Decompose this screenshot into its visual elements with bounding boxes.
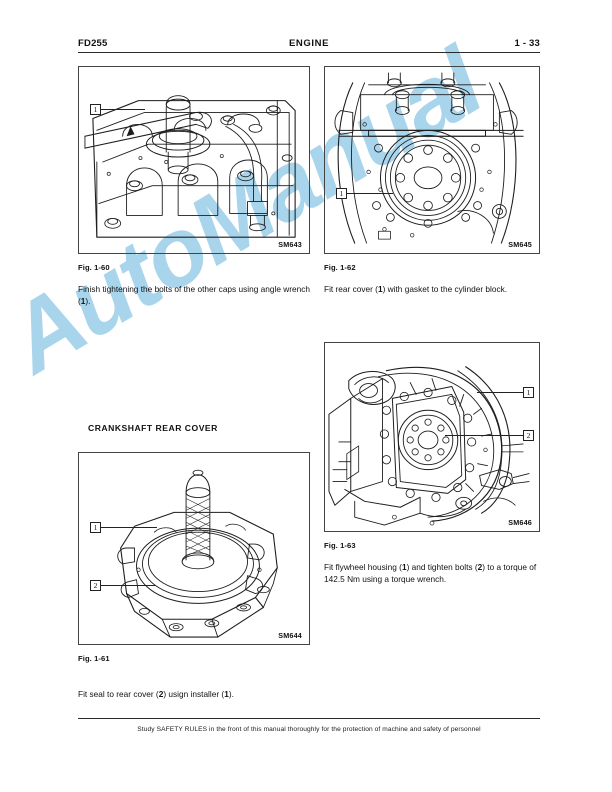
callout-2: 2 [523, 430, 534, 441]
page-footer: Study SAFETY RULES in the front of this … [78, 718, 540, 733]
caption-text-b: ) and tighten bolts ( [406, 562, 478, 572]
caption-text-b: ) with gasket to the cylinder block. [382, 284, 508, 294]
callout-1: 1 [90, 104, 101, 115]
caption-text-a: Finish tightening the bolts of the other… [78, 284, 310, 306]
figure-code-1-63: SM646 [508, 518, 532, 527]
callout-leader-1 [101, 109, 145, 110]
header-model-code: FD255 [78, 38, 108, 49]
figure-panel-1-61: 1 2 SM644 [78, 452, 310, 645]
caption-text-c: ). [228, 689, 234, 699]
figure-caption-1-60: Finish tightening the bolts of the other… [78, 284, 310, 308]
figure-caption-1-61: Fit seal to rear cover (2) usign install… [78, 689, 310, 701]
figure-block-1-61: 1 2 SM644 Fig. 1-61 Fit seal to rear cov… [78, 452, 310, 701]
caption-ref-1: 1 [377, 284, 383, 294]
footer-rule [78, 718, 540, 719]
caption-text-b: ). [85, 295, 91, 306]
section-heading-crankshaft-rear-cover: CRANKSHAFT REAR COVER [88, 423, 218, 433]
footer-safety-note: Study SAFETY RULES in the front of this … [137, 726, 481, 733]
header-page-number: 1 - 33 [514, 38, 540, 49]
caption-ref-1: 1 [224, 689, 229, 699]
figure-code-1-62: SM645 [508, 240, 532, 249]
callout-1: 1 [336, 188, 347, 199]
figure-label-1-60: Fig. 1-60 [78, 263, 110, 272]
callout-1: 1 [90, 522, 101, 533]
figure-block-1-60: 1 SM643 Fig. 1-60 Finish tightening the … [78, 66, 310, 308]
figure-code-1-60: SM643 [278, 240, 302, 249]
flywheel-housing-illustration [328, 366, 530, 526]
caption-ref-1: 1 [80, 295, 86, 306]
figure-block-1-62: 1 SM645 Fig. 1-62 Fit rear cover (1) wit… [324, 66, 540, 296]
engine-block-illustration [84, 95, 296, 238]
callout-leader-1 [101, 527, 157, 528]
seal-installer-illustration [117, 469, 278, 638]
caption-ref-2: 2 [477, 562, 483, 572]
caption-ref-2: 2 [158, 689, 164, 699]
figure-caption-1-62: Fit rear cover (1) with gasket to the cy… [324, 284, 540, 296]
figure-panel-1-60: 1 SM643 [78, 66, 310, 254]
caption-text-c: ) to a torque of 142.5 Nm using a torque… [324, 562, 537, 584]
caption-ref-1: 1 [401, 562, 407, 572]
header-section-title: ENGINE [288, 38, 330, 49]
figure-label-1-61: Fig. 1-61 [78, 654, 110, 663]
caption-text-a: Fit flywheel housing ( [324, 562, 402, 572]
figure-panel-1-63: 1 2 SM646 [324, 342, 540, 532]
header-rule [78, 52, 540, 53]
caption-text-a: Fit rear cover ( [324, 284, 378, 294]
figure-code-1-61: SM644 [278, 631, 302, 640]
figure-caption-1-63: Fit flywheel housing (1) and tighten bol… [324, 562, 540, 586]
figure-panel-1-62: 1 SM645 [324, 66, 540, 254]
figure-label-1-63: Fig. 1-63 [324, 541, 356, 550]
figure-label-1-62: Fig. 1-62 [324, 263, 356, 272]
callout-1: 1 [523, 387, 534, 398]
rear-cover-illustration [334, 72, 524, 244]
header-row: FD255 ENGINE 1 - 33 [78, 38, 540, 49]
callout-leader-2 [101, 585, 155, 586]
figure-block-1-63: 1 2 SM646 Fig. 1-63 Fit flywheel housing… [324, 342, 540, 586]
callout-leader-2 [445, 435, 525, 436]
callout-leader-1 [347, 193, 393, 194]
callout-2: 2 [90, 580, 101, 591]
callout-leader-1 [477, 392, 525, 393]
caption-text-a: Fit seal to rear cover ( [78, 689, 159, 699]
page-header: FD255 ENGINE 1 - 33 [78, 38, 540, 53]
caption-text-b: ) usign installer ( [163, 689, 225, 699]
